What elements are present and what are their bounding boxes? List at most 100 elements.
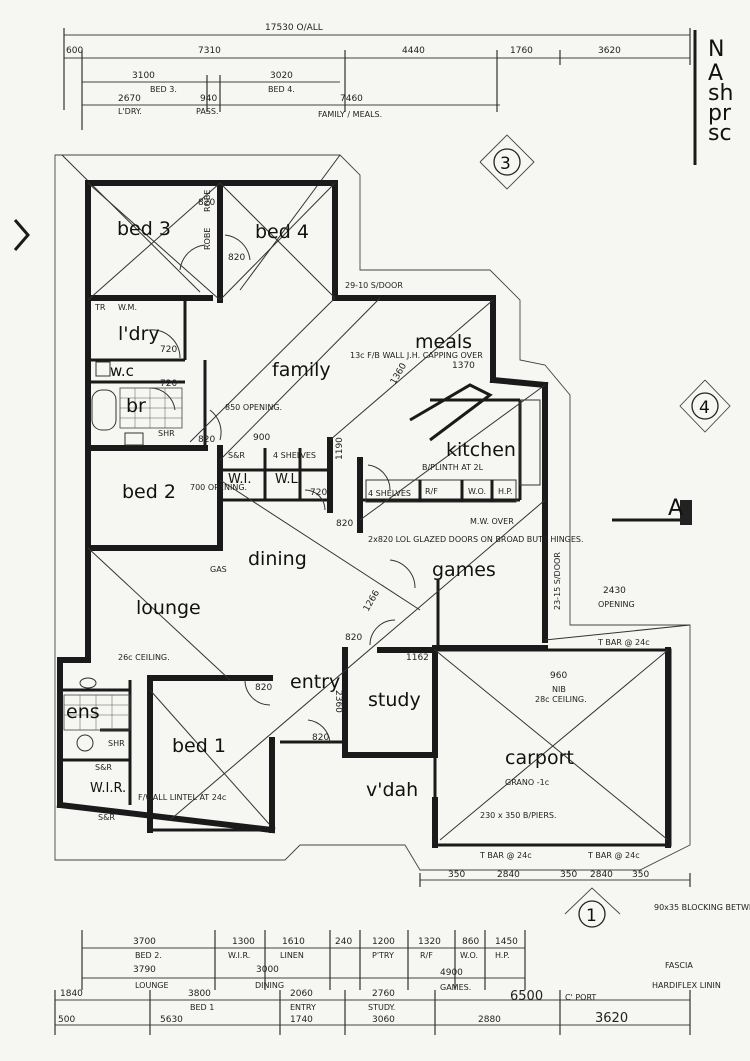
side-note-line-3: sh [708, 81, 733, 106]
note-plinth: B/PLINTH AT 2L [422, 463, 484, 472]
room-games: games [432, 559, 496, 581]
note-fascia: FASCIA [665, 961, 693, 970]
dim-top-5: 3620 [598, 46, 621, 56]
dim-top-1: 600 [66, 46, 83, 56]
bdim-entry: 2060 [290, 989, 313, 999]
cp-dim-2: 2840 [497, 870, 520, 880]
door-1162: 1162 [406, 653, 429, 663]
shelf-rail-label-bed1b: S&R [98, 813, 115, 822]
bdim-pantry-label: P'TRY [372, 951, 394, 960]
bdim-240: 240 [335, 937, 352, 947]
note-grano: GRANO -1c [505, 778, 549, 787]
side-note-line-5: sc [708, 121, 732, 146]
bdim-2880: 2880 [478, 1015, 501, 1025]
room-study: study [368, 689, 421, 711]
wet-area-tiles [63, 361, 183, 752]
note-gas: GAS [210, 565, 227, 574]
note-tbar-right: T BAR @ 24c [587, 851, 640, 860]
room-meals: meals [415, 331, 472, 353]
room-labels: bed 3 bed 4 l'dry w.c br family meals ki… [66, 218, 574, 801]
door-820-bed3: 820 [198, 198, 215, 208]
cp-dim-3: 350 [560, 870, 577, 880]
wall-oven-label: W.O. [468, 487, 486, 496]
carport-opening-dims: 350 2840 350 2840 350 [419, 870, 691, 887]
pantry-shelves-label: 4 SHELVES [368, 489, 411, 498]
door-1266: 1266 [362, 588, 382, 613]
door-1190: 1190 [335, 437, 345, 460]
bdim-lounge-label: LOUNGE [135, 981, 169, 990]
room-bathroom: br [126, 395, 146, 417]
room-kitchen: kitchen [446, 439, 516, 461]
door-820-pantry: 820 [336, 519, 353, 529]
bdim-3620: 3620 [595, 1011, 628, 1026]
bdim-study: 2760 [372, 989, 395, 999]
eave-outline [54, 154, 691, 871]
bdim-500: 500 [58, 1015, 75, 1025]
elevation-marker-3: 3 [500, 154, 511, 174]
overall-dimension: 17530 O/ALL [265, 23, 323, 33]
cp-dim-1: 350 [448, 870, 465, 880]
side-note-line-2: A [708, 61, 723, 86]
bdim-linen-label: LINEN [280, 951, 304, 960]
construction-notes: 13c F/B WALL J.H. CAPPING OVER 850 OPENI… [118, 281, 750, 990]
note-blocking: 90x35 BLOCKING BETWEEN RAF [654, 903, 750, 912]
bdim-1840: 1840 [60, 989, 83, 999]
room-bed-4: bed 4 [255, 221, 309, 243]
shelf-rail-label: S&R [228, 451, 245, 460]
door-960: 960 [550, 671, 567, 681]
bdim-hp-label: H.P. [495, 951, 510, 960]
dim-bed4: 3020 [270, 71, 293, 81]
note-lintel: F/WALL LINTEL AT 24c [138, 793, 226, 802]
dim-bed3-label: BED 3. [150, 85, 177, 94]
note-850-opening: 850 OPENING. [225, 403, 282, 412]
bdim-study-label: STUDY. [368, 1003, 395, 1012]
section-marker: A [668, 496, 683, 521]
note-wall-capping: 13c F/B WALL J.H. CAPPING OVER [350, 351, 483, 360]
door-820-study: 820 [345, 633, 362, 643]
door-720-laundry: 720 [160, 345, 177, 355]
bdim-rf-label: R/F [420, 951, 433, 960]
bdim-5630: 5630 [160, 1015, 183, 1025]
dim-laundry-label: L'DRY. [118, 107, 142, 116]
dim-laundry: 2670 [118, 94, 141, 104]
cp-dim-4: 2840 [590, 870, 613, 880]
note-700-opening: 700 OPENING. [190, 483, 247, 492]
bdim-3060: 3060 [372, 1015, 395, 1025]
shelves-label: 4 SHELVES [273, 451, 316, 460]
top-dimensions: 17530 O/ALL 600 7310 4440 1760 3620 3100… [63, 23, 691, 130]
dim-top-4: 1760 [510, 46, 533, 56]
bdim-carport: 6500 [510, 989, 543, 1004]
door-2360: 2360 [333, 690, 343, 713]
bdim-games-label: GAMES. [440, 983, 471, 992]
side-note: N A sh pr sc [693, 30, 733, 165]
shower-label: SHR [158, 429, 175, 438]
bdim-games: 4900 [440, 968, 463, 978]
room-laundry: l'dry [118, 323, 160, 345]
note-sdoor-family: 29-10 S/DOOR [345, 281, 403, 290]
robe-label-2: ROBE [203, 228, 212, 250]
note-ceiling-26: 26c CEILING. [118, 653, 170, 662]
bdim-pantry: 1200 [372, 937, 395, 947]
robe-label: ROBE [203, 190, 212, 212]
side-note-line-1: N [708, 37, 724, 62]
room-wc: w.c [110, 362, 134, 380]
dim-family: 7460 [340, 94, 363, 104]
door-820-bed4: 820 [228, 253, 245, 263]
fridge-label: R/F [425, 487, 438, 496]
room-bed-2: bed 2 [122, 481, 176, 503]
bdim-wir-label: W.I.R. [228, 951, 250, 960]
dim-pass: 940 [200, 94, 217, 104]
note-sdoor-games: 23-15 S/DOOR [553, 552, 562, 610]
room-verandah: v'dah [366, 779, 418, 801]
note-opening-label: OPENING [598, 600, 635, 609]
note-tbar-left: T BAR @ 24c [479, 851, 532, 860]
side-note-line-4: pr [708, 101, 732, 126]
door-820-bed2: 820 [198, 435, 215, 445]
room-carport: carport [505, 747, 574, 769]
trough-label: TR [94, 303, 106, 312]
bdim-bed1-label: BED 1 [190, 1003, 214, 1012]
room-wir-bed2: W.I. [228, 472, 251, 487]
room-linen: W.L. [275, 472, 302, 487]
door-820-bed1: 820 [255, 683, 272, 693]
